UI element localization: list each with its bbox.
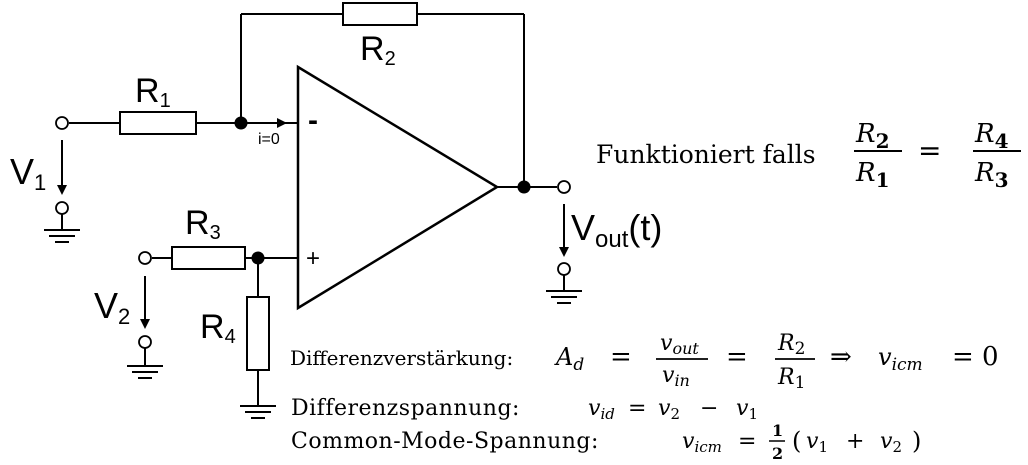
ground-symbol-v2 <box>127 348 163 379</box>
resistor-r1 <box>119 111 197 135</box>
label-vout: Vout(t) <box>571 207 662 253</box>
equation-diff-voltage: Differenzspannung: vid = v2 − v1 <box>291 396 758 423</box>
resistor-r2 <box>342 2 418 26</box>
diff-gain-den: vin <box>662 363 690 390</box>
label-r1: R1 <box>135 72 171 112</box>
terminal-v2-top <box>138 251 152 265</box>
diff-gain-eq2: = <box>726 342 748 372</box>
ground-symbol-r4 <box>240 405 276 419</box>
diff-gain-label: Differenzverstärkung: <box>290 346 513 370</box>
diff-voltage-a: v2 <box>658 396 680 423</box>
cm-voltage-eq: = <box>738 429 756 454</box>
cm-voltage-lhs: vicm <box>682 429 722 456</box>
junction-node-inverting <box>234 116 248 130</box>
label-r2: R2 <box>360 30 396 70</box>
cond-lhs-den: R1 <box>855 158 890 192</box>
label-r3: R3 <box>185 204 221 244</box>
inverting-sign: - <box>308 104 318 137</box>
diff-voltage-b: v1 <box>736 396 758 423</box>
diff-gain-eq3: = 0 <box>952 342 999 372</box>
diff-voltage-lhs: vid <box>588 396 615 423</box>
terminal-v2-bottom <box>138 335 152 349</box>
cm-voltage-a: v1 <box>806 429 828 456</box>
diff-voltage-label: Differenzspannung: <box>291 396 520 421</box>
opamp-triangle <box>296 64 500 311</box>
cm-voltage-frac-num: 1 <box>772 421 783 440</box>
diff-voltage-minus: − <box>700 396 718 421</box>
cond-lhs-num: R2 <box>855 119 890 153</box>
cm-voltage-open: ( <box>792 427 801 455</box>
cond-rhs-den: R3 <box>974 158 1009 192</box>
cond-equals: = <box>918 134 941 167</box>
terminal-v1-bottom <box>55 201 69 215</box>
label-current: i=0 <box>258 131 280 148</box>
junction-node-noninverting <box>251 251 265 265</box>
resistor-r3 <box>171 246 246 270</box>
junction-node-output <box>517 180 531 194</box>
terminal-vout-bottom <box>557 262 571 276</box>
label-v1: V1 <box>10 151 46 195</box>
diff-voltage-eq: = <box>628 396 646 421</box>
diff-gain-vicm: vicm <box>878 343 923 375</box>
cm-voltage-label: Common-Mode-Spannung: <box>291 429 599 454</box>
diff-gain-num: vout <box>660 331 699 358</box>
ground-symbol-v1 <box>44 214 80 243</box>
terminal-v1-top <box>55 116 69 130</box>
cm-voltage-plus: + <box>846 429 864 454</box>
ground-symbol-vout <box>546 275 582 304</box>
noninverting-sign: + <box>306 245 320 272</box>
cond-rhs-num: R4 <box>974 119 1009 153</box>
label-v2: V2 <box>94 285 130 329</box>
diff-gain-implies: ⇒ <box>830 342 852 372</box>
circuit-wires <box>69 13 557 406</box>
equation-cm-voltage: Common-Mode-Spannung: vicm = 1 2 ( v1 + … <box>291 421 921 463</box>
diff-gain-rden: R1 <box>777 365 805 393</box>
resistor-r4 <box>246 296 270 371</box>
diff-gain-rnum: R2 <box>777 331 805 359</box>
diff-gain-eq1: = <box>610 342 632 372</box>
condition-formula: Funktioniert falls R2 R1 = R4 R3 <box>596 119 1021 192</box>
cm-voltage-close: ) <box>912 427 921 455</box>
diff-gain-A: Ad <box>554 343 584 375</box>
condition-text: Funktioniert falls <box>596 140 816 169</box>
cm-voltage-b: v2 <box>880 429 902 456</box>
cm-voltage-frac-den: 2 <box>772 444 783 463</box>
equation-diff-gain: Differenzverstärkung: Ad = vout vin = R2… <box>290 331 999 393</box>
terminal-vout-top <box>557 180 571 194</box>
label-r4: R4 <box>200 308 236 348</box>
